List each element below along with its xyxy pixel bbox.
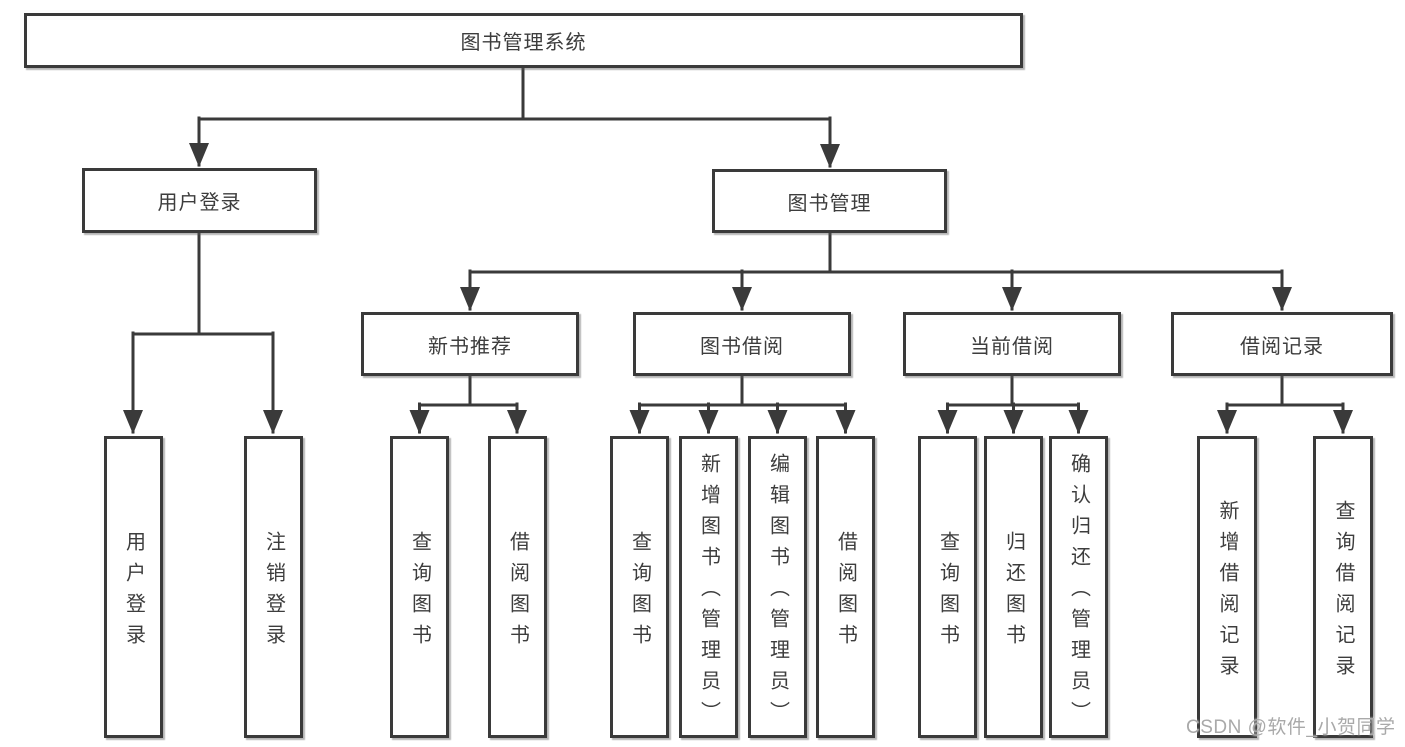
node-label: 编辑图书（管理员）	[766, 453, 789, 732]
node-label: 用户登录	[157, 192, 242, 214]
node-label: 新增图书（管理员）	[697, 453, 720, 732]
node-label: 用户登录	[122, 530, 145, 655]
node-leaf-query-books-3: 查询图书	[918, 436, 977, 738]
node-leaf-edit-book-admin: 编辑图书（管理员）	[748, 436, 807, 738]
node-label: 查询借阅记录	[1332, 499, 1354, 686]
node-label: 借阅图书	[834, 530, 857, 655]
node-leaf-add-book-admin: 新增图书（管理员）	[679, 436, 738, 738]
node-new-book-recommend: 新书推荐	[361, 312, 579, 376]
node-user-login-branch: 用户登录	[82, 168, 317, 233]
node-leaf-query-books-2: 查询图书	[610, 436, 669, 738]
node-label: 新增借阅记录	[1216, 499, 1238, 686]
node-label: 查询图书	[628, 530, 651, 655]
node-label: 图书借阅	[700, 335, 784, 358]
node-label: 新书推荐	[428, 335, 512, 358]
node-label: 借阅图书	[506, 530, 529, 655]
node-label: 当前借阅	[970, 335, 1054, 358]
node-leaf-query-borrow-record: 查询借阅记录	[1313, 436, 1373, 738]
node-leaf-query-books-1: 查询图书	[390, 436, 449, 738]
csdn-watermark: CSDN @软件_小贺同学	[1186, 717, 1396, 738]
node-leaf-add-borrow-record: 新增借阅记录	[1197, 436, 1257, 738]
node-book-management: 图书管理	[712, 169, 947, 233]
node-label: 图书管理系统	[460, 32, 587, 54]
node-leaf-borrow-books-1: 借阅图书	[488, 436, 547, 738]
node-label: 查询图书	[408, 530, 431, 655]
node-label: 确认归还（管理员）	[1067, 453, 1090, 732]
node-current-borrow: 当前借阅	[903, 312, 1121, 376]
node-leaf-logout: 注销登录	[244, 436, 303, 738]
node-leaf-return-books: 归还图书	[984, 436, 1043, 738]
node-book-borrow: 图书借阅	[633, 312, 851, 376]
node-leaf-borrow-books-2: 借阅图书	[816, 436, 875, 738]
node-label: 注销登录	[262, 530, 285, 655]
node-leaf-user-login: 用户登录	[104, 436, 163, 738]
node-leaf-confirm-return-admin: 确认归还（管理员）	[1049, 436, 1108, 738]
node-library-system: 图书管理系统	[24, 13, 1023, 68]
node-borrow-records: 借阅记录	[1171, 312, 1393, 376]
node-label: 借阅记录	[1240, 335, 1324, 358]
node-label: 图书管理	[787, 192, 872, 215]
node-label: 查询图书	[936, 530, 959, 655]
node-label: 归还图书	[1002, 530, 1025, 655]
